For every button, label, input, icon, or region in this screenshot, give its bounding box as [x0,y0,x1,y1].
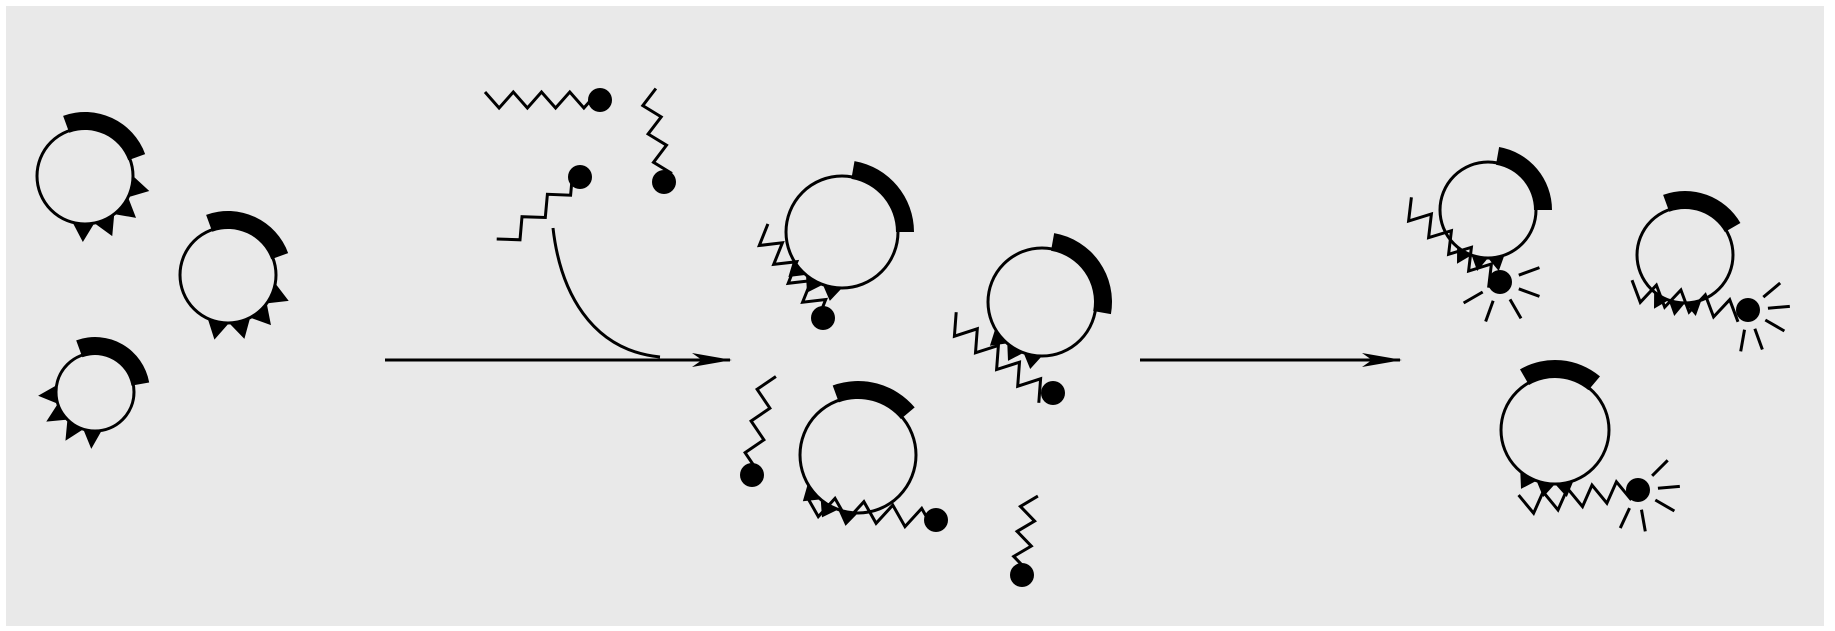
signal-bead-1-band [1495,146,1552,210]
signal-bead-1-ligand-ball [1488,270,1512,294]
signal-bead-3-signal-rays-ray-1 [1657,484,1680,490]
unbound-bead-2-band [206,211,289,260]
signal-bead-2-signal-rays-ray-2 [1764,318,1786,333]
unbound-bead-1-notches [72,176,150,242]
free-ligand-3-chain [496,171,575,242]
bound-bead-1-band [851,161,914,232]
bound-bead-2-ligand-ball [1041,381,1065,405]
bound-bead-1-ligand-chain [756,223,829,322]
bound-bead-1 [756,161,914,330]
bound-bead-3 [798,381,948,532]
signal-bead-2-ligand-chain [1630,279,1740,323]
free-ligand-5-ball [1010,563,1034,587]
signal-bead-3-signal-rays-ray-2 [1654,498,1676,513]
curved-ligand-arrow [551,227,661,359]
unbound-beads-group [35,112,289,449]
signal-bead-1-signal-rays-ray-2 [1508,298,1523,320]
bound-beads-group [740,161,1112,587]
signal-bead-3 [1499,360,1680,532]
signal-bead-1-signal-rays-ray-1 [1518,287,1540,298]
signal-bead-1-signal-rays-ray-3 [1484,300,1495,322]
signal-bead-3-notches [1520,471,1574,497]
bound-bead-3-ligand-ball [924,508,948,532]
signal-bead-3-signal-rays-ray-0 [1651,459,1669,477]
bound-bead-2 [952,233,1112,405]
signal-bead-1-signal-rays [1462,266,1540,322]
signal-bead-2-signal-rays-ray-3 [1753,328,1764,350]
free-ligand-2-chain [640,87,673,175]
arrows-group [385,227,1402,367]
signal-bead-1-notches [1457,246,1505,272]
signal-bead-1-ligand-chain [1406,197,1494,288]
unbound-bead-1-band [63,112,146,161]
signal-bead-3-ligand-ball [1626,478,1650,502]
signal-bead-2-notches [1654,291,1702,317]
free-ligand-4-chain [743,375,777,473]
bound-bead-3-ligand-chain [804,494,936,531]
bound-bead-2-notches [989,329,1042,369]
free-ligand-1-ball [588,88,612,112]
signal-bead-2-signal-rays-ray-1 [1767,304,1790,310]
figure-background [6,6,1824,626]
signal-bead-1-signal-rays-ray-0 [1518,266,1540,277]
bound-bead-1-ligand-ball [811,306,835,330]
signal-bead-2-band [1663,191,1741,232]
signal-bead-1-signal-rays-ray-4 [1462,290,1484,305]
bound-bead-1-notches [788,260,842,301]
signaling-beads-group [1406,146,1790,532]
free-ligand-5-chain [1011,494,1039,573]
free-ligand-2-ball [652,170,676,194]
signal-bead-2-signal-rays [1739,281,1790,352]
free-ligand-1-chain [483,89,600,111]
signal-bead-2 [1630,191,1790,352]
signal-bead-3-signal-rays-ray-4 [1618,507,1631,529]
signal-bead-3-ligand-chain [1517,478,1633,517]
unbound-bead-3-notches [38,385,102,449]
unbound-bead-3-band [76,336,150,386]
bound-bead-2-ligand-chain [952,312,1043,403]
signal-bead-3-band [1520,360,1600,391]
signal-bead-3-signal-rays [1618,459,1680,532]
signal-bead-2-signal-rays-ray-0 [1762,281,1782,299]
signal-bead-2-ligand-ball [1736,298,1760,322]
unbound-bead-1 [35,112,150,242]
unbound-bead-2-notches [207,283,289,340]
signal-bead-1 [1406,146,1552,322]
unbound-bead-3 [38,336,150,449]
free-ligand-4-ball [740,463,764,487]
free-ligands-group [483,87,676,242]
bound-bead-3-band [832,381,915,420]
unbound-bead-2 [178,211,289,340]
bound-bead-2-band [1051,233,1112,315]
signal-bead-2-signal-rays-ray-4 [1739,329,1747,352]
signal-bead-3-signal-rays-ray-3 [1639,509,1647,532]
free-ligand-3-ball [568,165,592,189]
